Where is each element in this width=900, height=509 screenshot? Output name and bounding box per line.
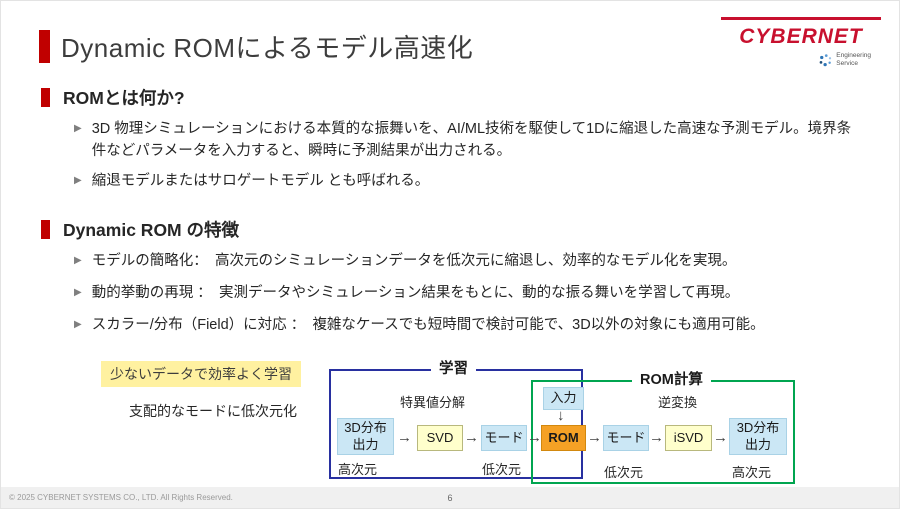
section-heading: ROMとは何か?: [41, 85, 871, 110]
flow-arrow-icon: →: [587, 429, 602, 446]
bullet-item: ▶ スカラー/分布（Field）に対応 ： 複雑なケースでも短時間で検討可能で、…: [74, 315, 871, 337]
section-accent-bar: [41, 220, 50, 239]
flow-arrow-icon: →: [397, 429, 412, 446]
bullet-text: モデルの簡略化： 高次元のシミュレーションデータを低次元に縮退し、効率的なモデル…: [91, 253, 737, 269]
slide-header: Dynamic ROMによるモデル高速化: [39, 28, 473, 65]
bullet-text: 動的挙動の再現 ： 実測データやシミュレーション結果をもとに、動的な振る舞いを学…: [91, 284, 740, 301]
dim-label-high-right: 高次元: [732, 465, 772, 480]
logo-tagline-text: Engineering Service: [836, 52, 871, 68]
bullet-arrow-icon: ▶: [74, 318, 82, 330]
bullet-text: 縮退モデルまたはサロゲートモデル とも呼ばれる。: [91, 172, 430, 189]
dim-label-low-left: 低次元: [482, 462, 522, 477]
node-svd: SVD: [417, 425, 463, 451]
page-title: Dynamic ROMによるモデル高速化: [61, 33, 474, 63]
section-title: ROMとは何か?: [63, 88, 185, 108]
flow-arrow-down-icon: ↓: [557, 407, 565, 424]
page-number: 6: [447, 492, 453, 503]
flow-arrow-icon: →: [527, 429, 542, 446]
dim-label-high-left: 高次元: [338, 462, 378, 477]
logo-tagline-line1: Engineering: [836, 52, 871, 59]
isvd-caption: 逆変換: [658, 395, 698, 410]
node-isvd: iSVD: [665, 425, 712, 451]
bullet-arrow-icon: ▶: [74, 286, 82, 298]
bullet-text: スカラー/分布（Field）に対応 ： 複雑なケースでも短時間で検討可能で、3D…: [91, 316, 765, 333]
svd-caption: 特異値分解: [400, 395, 466, 410]
bullet-text: 3D 物理シミュレーションにおける本質的な振舞いを、AI/ML技術を駆使して1D…: [91, 121, 852, 159]
section-heading: Dynamic ROM の特徴: [41, 217, 871, 242]
section-accent-bar: [41, 88, 50, 107]
copyright-text: © 2025 CYBERNET SYSTEMS CO., LTD. All Ri…: [9, 493, 233, 502]
rom-group-label: ROM計算: [632, 372, 711, 389]
mode-note: 支配的なモードに低次元化: [129, 403, 297, 419]
bullet-item: ▶ モデルの簡略化： 高次元のシミュレーションデータを低次元に縮退し、効率的なモ…: [74, 251, 871, 273]
cybernet-wordmark: CYBERNET: [739, 25, 863, 48]
bullet-item: ▶ 動的挙動の再現 ： 実測データやシミュレーション結果をもとに、動的な振る舞い…: [74, 283, 871, 305]
title-accent-bar: [39, 30, 50, 63]
bullet-arrow-icon: ▶: [74, 174, 82, 186]
learning-group-label: 学習: [431, 361, 476, 378]
section-rom-intro: ROMとは何か? ▶ 3D 物理シミュレーションにおける本質的な振舞いを、AI/…: [41, 85, 871, 200]
flow-arrow-icon: →: [713, 429, 728, 446]
node-mode-left: モード: [481, 425, 527, 451]
cybernet-logo: CYBERNET Engineering Service: [721, 17, 881, 68]
logo-tagline-line2: Service: [836, 60, 858, 68]
bullet-item: ▶ 3D 物理シミュレーションにおける本質的な振舞いを、AI/ML技術を駆使して…: [74, 119, 871, 163]
section-dynamic-rom-features: Dynamic ROM の特徴 ▶ モデルの簡略化： 高次元のシミュレーションデ…: [41, 217, 871, 346]
node-rom: ROM: [541, 425, 586, 451]
logo-rule: [721, 17, 881, 20]
bullet-item: ▶ 縮退モデルまたはサロゲートモデル とも呼ばれる。: [74, 171, 871, 193]
engineering-service-icon: [819, 53, 832, 66]
node-input: 入力: [543, 387, 584, 410]
bullet-arrow-icon: ▶: [74, 255, 82, 266]
node-3d-output-right: 3D分布 出力: [729, 418, 787, 455]
flow-arrow-icon: →: [464, 429, 479, 446]
node-mode-right: モード: [603, 425, 649, 451]
bullet-arrow-icon: ▶: [74, 123, 82, 134]
node-3d-output-left: 3D分布 出力: [337, 418, 394, 455]
section-title: Dynamic ROM の特徴: [63, 220, 239, 240]
flow-arrow-icon: →: [649, 429, 664, 446]
highlight-note: 少ないデータで効率よく学習: [101, 361, 301, 387]
slide-footer: © 2025 CYBERNET SYSTEMS CO., LTD. All Ri…: [1, 487, 899, 508]
dim-label-low-right: 低次元: [604, 465, 644, 480]
logo-tagline: Engineering Service: [721, 52, 881, 68]
